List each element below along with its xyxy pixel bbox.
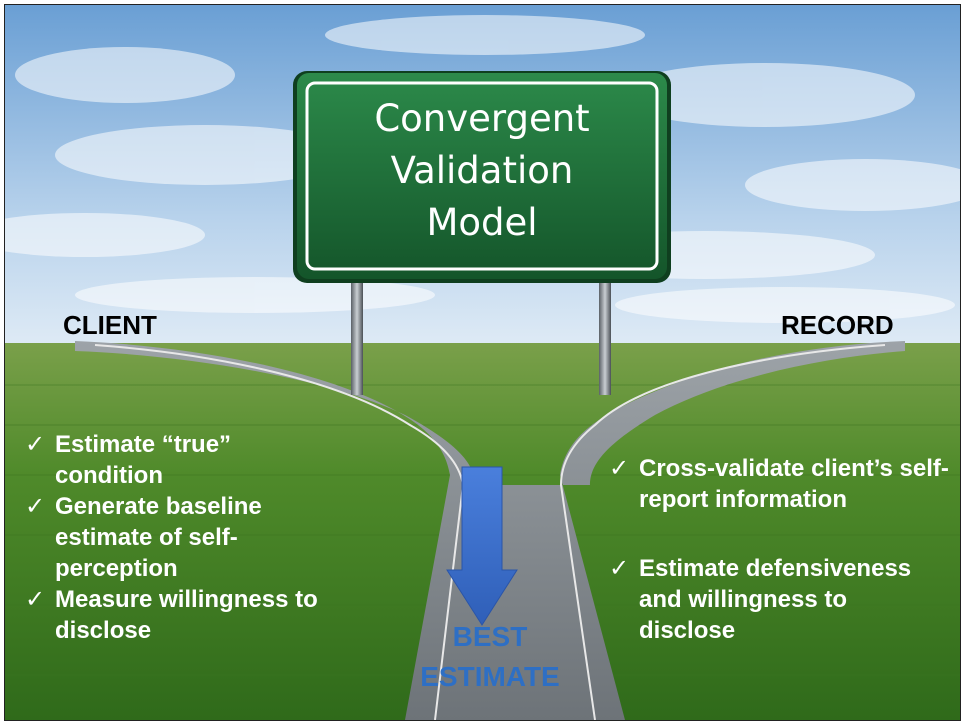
record-list: ✓ Cross-validate client’s self-report in… <box>609 453 949 646</box>
record-label: RECORD <box>781 310 894 340</box>
client-label: CLIENT <box>63 310 157 340</box>
check-icon: ✓ <box>609 554 630 582</box>
sign-title-line: Convergent <box>374 97 590 140</box>
down-arrow <box>446 466 518 626</box>
sign-title: Convergent Validation Model <box>297 93 667 249</box>
list-item: ✓ Estimate “true” condition <box>25 430 232 489</box>
list-item: ✓ Cross-validate client’s self-report in… <box>609 454 949 513</box>
sign-title-line: Validation <box>390 149 574 192</box>
sign-board <box>297 73 667 279</box>
slide: Convergent Validation Model CLIENT RECOR… <box>4 4 961 721</box>
sign-post-right <box>599 275 611 395</box>
check-icon: ✓ <box>25 492 46 520</box>
best-estimate-label: BEST ESTIMATE <box>420 621 560 692</box>
client-list: ✓ Estimate “true” condition ✓ Generate b… <box>25 429 345 646</box>
list-item: ✓ Measure willingness to disclose <box>25 585 318 644</box>
check-icon: ✓ <box>609 454 630 482</box>
sign-post-left <box>351 275 363 395</box>
sign-title-line: Model <box>426 201 538 244</box>
sign-border <box>305 81 659 271</box>
list-item: ✓ Estimate defensiveness and willingness… <box>609 554 912 644</box>
list-item: ✓ Generate baseline estimate of self-per… <box>25 492 262 582</box>
road-edge-line <box>559 344 886 720</box>
road-edge-line <box>94 344 465 720</box>
check-icon: ✓ <box>25 430 46 458</box>
check-icon: ✓ <box>25 585 46 613</box>
scene-background <box>5 5 960 720</box>
